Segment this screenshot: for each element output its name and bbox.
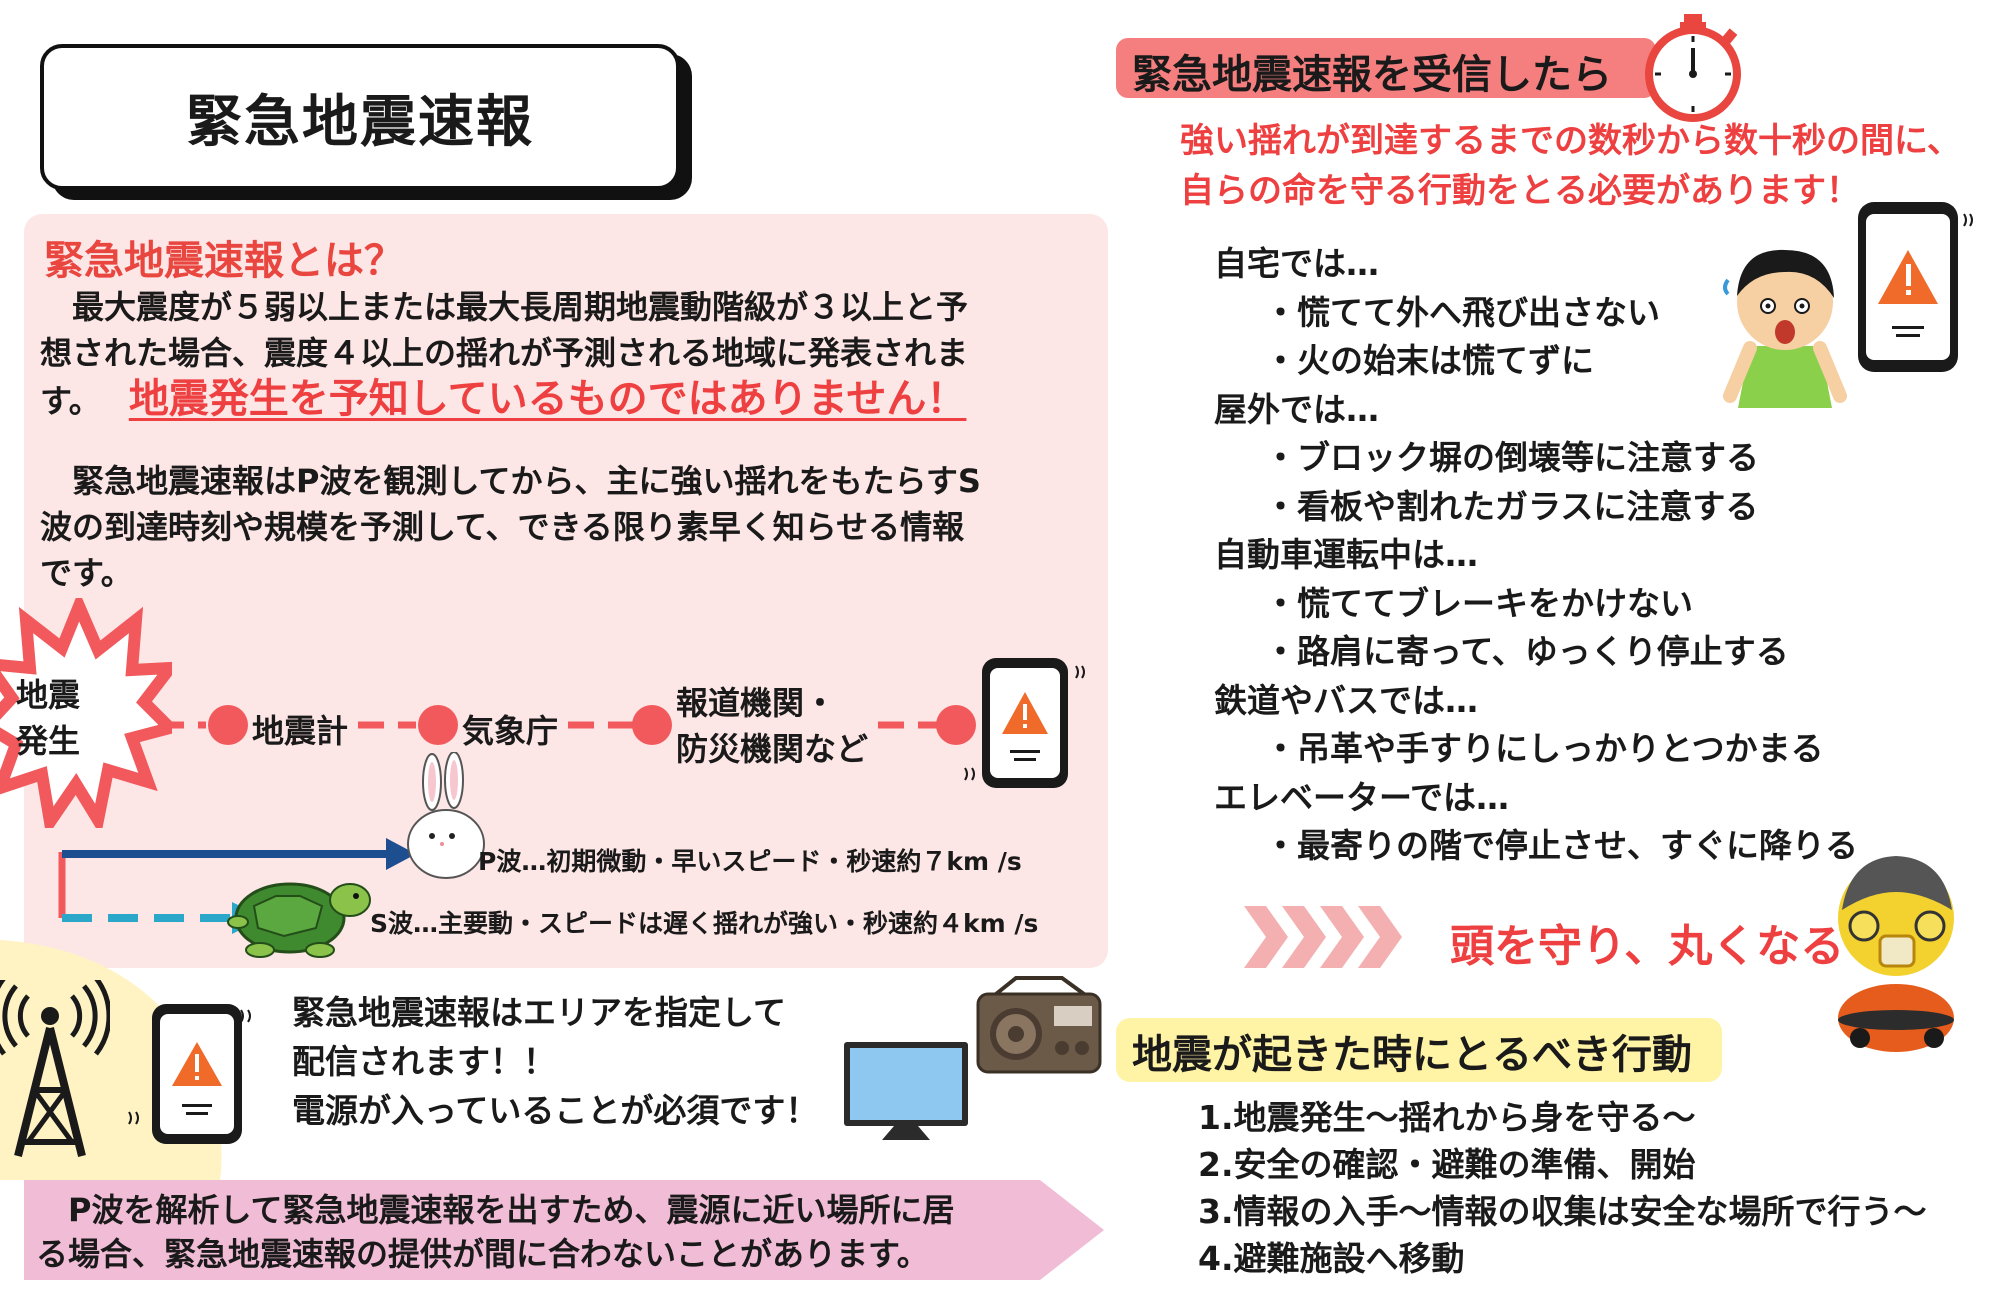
about-paragraph-1: 最大震度が５弱以上または最大長周期地震動階級が３以上と予 想された場合、震度４以… — [40, 284, 968, 424]
about-line: 緊急地震速報はP波を観測してから、主に強い揺れをもたらすS — [40, 462, 981, 500]
step-item: 3.情報の入手～情報の収集は安全な場所で行う～ — [1198, 1192, 1927, 1231]
situation-place: 屋外では… — [1214, 389, 1379, 429]
flow-node-seismometer: 地震計 — [252, 712, 349, 750]
bottom-note-line: P波を解析して緊急地震速報を出すため、震源に近い場所に居 — [36, 1191, 955, 1229]
about-line: 波の到達時刻や規模を予測して、できる限り素早く知らせる情報 — [40, 508, 965, 546]
startled-person-icon — [1723, 249, 1847, 408]
bottom-note-band — [24, 1180, 1104, 1280]
about-heading: 緊急地震速報とは？ — [44, 238, 404, 284]
step-item: 4.避難施設へ移動 — [1198, 1239, 1465, 1278]
situation-item: ・慌ててブレーキをかけない — [1264, 583, 1693, 623]
situation-place: エレベーターでは… — [1214, 777, 1510, 817]
receive-sub-line: 強い揺れが到達するまでの数秒から数十秒の間に、 — [1180, 121, 1961, 161]
info-panel — [24, 214, 1108, 968]
situation-item: ・火の始末は慌てずに — [1264, 341, 1594, 380]
bottom-note: P波を解析して緊急地震速報を出すため、震源に近い場所に居 る場合、緊急地震速報の… — [36, 1188, 955, 1276]
about-line: 想された場合、震度４以上の揺れが予測される地域に発表されま — [40, 334, 969, 372]
rabbit-icon — [407, 752, 485, 879]
flow-node-media-line: 防災機関など — [676, 730, 869, 768]
situation-item: ・吊革や手すりにしっかりとつかまる — [1264, 729, 1824, 768]
situation-train-bus: 鉄道やバスでは… ・吊革や手すりにしっかりとつかまる — [1214, 677, 1858, 774]
s-wave-label: S波…主要動・スピードは遅く揺れが強い・秒速約４km /s — [370, 909, 1039, 938]
receive-sub-line: 自らの命を守る行動をとる必要があります！ — [1180, 171, 1860, 211]
area-line: 電源が入っていることが必須です！ — [292, 1091, 819, 1130]
situation-place: 自動車運転中は… — [1214, 535, 1478, 574]
earthquake-start-line: 発生 — [16, 722, 81, 760]
p-wave-label: P波…初期微動・早いスピード・秒速約７km /s — [478, 847, 1022, 876]
flow-node-dot — [208, 705, 248, 745]
situation-item: ・路肩に寄って、ゆっくり停止する — [1264, 632, 1789, 671]
about-line: す。 地震発生を予知しているものではありません！ — [40, 376, 968, 424]
vibration-icon — [128, 1111, 139, 1125]
about-paragraph-2: 緊急地震速報はP波を観測してから、主に強い揺れをもたらすS 波の到達時刻や規模を… — [40, 458, 981, 596]
receive-subtitle: 強い揺れが到達するまでの数秒から数十秒の間に、 自らの命を守る行動をとる必要があ… — [1180, 116, 1961, 216]
area-line: 配信されます！！ — [292, 1042, 556, 1081]
radio-tower-icon — [0, 980, 110, 1157]
flow-node-dot — [418, 705, 458, 745]
area-line: 緊急地震速報はエリアを指定して — [292, 993, 787, 1032]
steps-heading: 地震が起きた時にとるべき行動 — [1132, 1032, 1692, 1078]
television-icon — [844, 1042, 968, 1140]
situation-home: 自宅では… ・慌てて外へ飛び出さない ・火の始末は慌てずに — [1214, 240, 1858, 386]
smartphone-alert-icon-3 — [1858, 202, 1973, 372]
not-prediction-warning: 地震発生を予知しているものではありません！ — [128, 376, 967, 422]
chevron-arrows-icon — [1244, 906, 1402, 968]
situation-place: 鉄道やバスでは… — [1214, 680, 1478, 720]
earthquake-burst-icon — [0, 598, 172, 828]
situation-item: ・最寄りの階で停止させ、すぐに降りる — [1264, 826, 1858, 865]
situation-item: ・看板や割れたガラスに注意する — [1264, 486, 1759, 526]
flow-node-dot — [936, 705, 976, 745]
area-broadcast-text: 緊急地震速報はエリアを指定して 配信されます！！ 電源が入っていることが必須です… — [292, 988, 818, 1135]
stopwatch-icon — [1645, 14, 1741, 122]
situation-item: ・ブロック塀の倒壊等に注意する — [1264, 438, 1759, 477]
about-line-end: す。 — [40, 382, 101, 420]
flow-node-media: 報道機関・ 防災機関など — [676, 680, 868, 772]
crouching-figure-icon — [1838, 856, 1954, 1052]
earthquake-start-label: 地震 発生 — [16, 672, 80, 764]
flow-node-jma: 気象庁 — [462, 712, 559, 750]
receive-heading: 緊急地震速報を受信したら — [1132, 52, 1612, 98]
situation-item: ・慌てて外へ飛び出さない — [1264, 292, 1660, 332]
receive-heading-pill — [1116, 38, 1656, 98]
step-item: 1.地震発生～揺れから身を守る～ — [1198, 1098, 1696, 1137]
protect-head-text: 頭を守り、丸くなる — [1450, 921, 1845, 972]
smartphone-alert-icon-2 — [152, 1004, 242, 1144]
flow-connector — [158, 705, 976, 745]
about-line: 最大震度が５弱以上または最大長周期地震動階級が３以上と予 — [40, 288, 969, 326]
earthquake-start-line: 地震 — [16, 676, 81, 714]
situation-elevator: エレベーターでは… ・最寄りの階で停止させ、すぐに降りる — [1214, 774, 1858, 871]
page-title: 緊急地震速報 — [40, 44, 680, 190]
bottom-note-line: る場合、緊急地震速報の提供が間に合わないことがあります。 — [36, 1235, 929, 1273]
steps-heading-pill — [1116, 1018, 1722, 1082]
situation-driving: 自動車運転中は… ・慌ててブレーキをかけない ・路肩に寄って、ゆっくり停止する — [1214, 531, 1858, 677]
flow-node-dot — [632, 705, 672, 745]
radio-icon — [976, 976, 1102, 1074]
steps-list: 1.地震発生～揺れから身を守る～ 2.安全の確認・避難の準備、開始 3.情報の入… — [1198, 1094, 1927, 1282]
situation-list: 自宅では… ・慌てて外へ飛び出さない ・火の始末は慌てずに 屋外では… ・ブロッ… — [1214, 240, 1858, 871]
flow-node-media-line: 報道機関・ — [676, 684, 837, 722]
vibration-icon — [240, 1009, 251, 1023]
situation-place: 自宅では… — [1214, 244, 1379, 283]
step-item: 2.安全の確認・避難の準備、開始 — [1198, 1145, 1696, 1184]
smartphone-alert-icon — [982, 658, 1085, 788]
vibration-icon — [964, 767, 975, 781]
turtle-icon — [227, 882, 371, 958]
about-line: です。 — [40, 554, 133, 592]
situation-outdoors: 屋外では… ・ブロック塀の倒壊等に注意する ・看板や割れたガラスに注意する — [1214, 386, 1858, 532]
